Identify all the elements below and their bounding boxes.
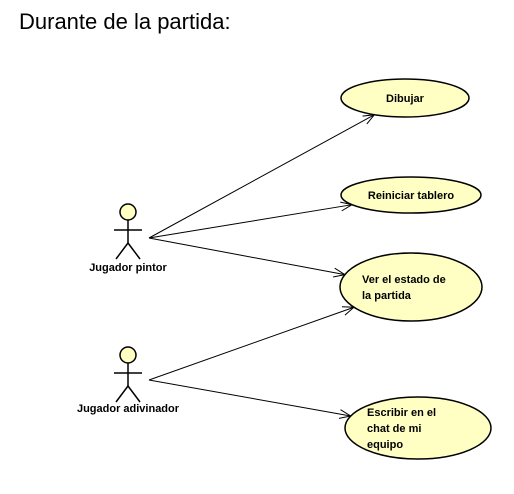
stick-figure-icon	[114, 203, 142, 260]
association-line	[148, 204, 353, 239]
use-case-chat: Escribir en el chat de mi equipo	[344, 396, 492, 460]
association-line	[148, 114, 375, 239]
association-pintor-estado	[148, 237, 347, 278]
actor-adivinador: Jugador adivinador	[77, 346, 180, 415]
association-pintor-reiniciar	[148, 201, 354, 239]
actor-label: Jugador adivinador	[77, 403, 180, 415]
page-title: Durante de la partida:	[19, 9, 231, 34]
associations-layer	[148, 114, 376, 419]
actor-pintor: Jugador pintor	[89, 203, 168, 274]
association-adivinador-estado	[148, 306, 356, 381]
use-case-ellipse	[340, 176, 482, 214]
use-case-ellipse	[344, 396, 492, 460]
use-case-estado: Ver el estado de la partida	[339, 252, 483, 322]
association-line	[148, 237, 345, 276]
association-line	[148, 379, 351, 417]
stick-figure-icon	[114, 346, 142, 403]
use-case-reiniciar: Reiniciar tablero	[340, 176, 482, 214]
use-case-label: Reiniciar tablero	[368, 190, 454, 202]
use-case-label: chat de mi	[367, 423, 421, 435]
arrowhead	[362, 114, 376, 125]
use-case-label: Escribir en el	[367, 407, 436, 419]
use-case-label: Ver el estado de	[362, 274, 446, 286]
use-case-ellipse	[339, 252, 483, 322]
use-case-dibujar: Dibujar	[340, 78, 470, 118]
association-adivinador-chat	[148, 379, 353, 419]
association-line	[148, 306, 355, 381]
use-case-label: la partida	[362, 290, 412, 302]
actor-label: Jugador pintor	[89, 262, 167, 274]
use-case-label: Dibujar	[386, 93, 425, 105]
use-case-label: equipo	[367, 439, 403, 451]
use-case-ellipse	[340, 78, 470, 118]
